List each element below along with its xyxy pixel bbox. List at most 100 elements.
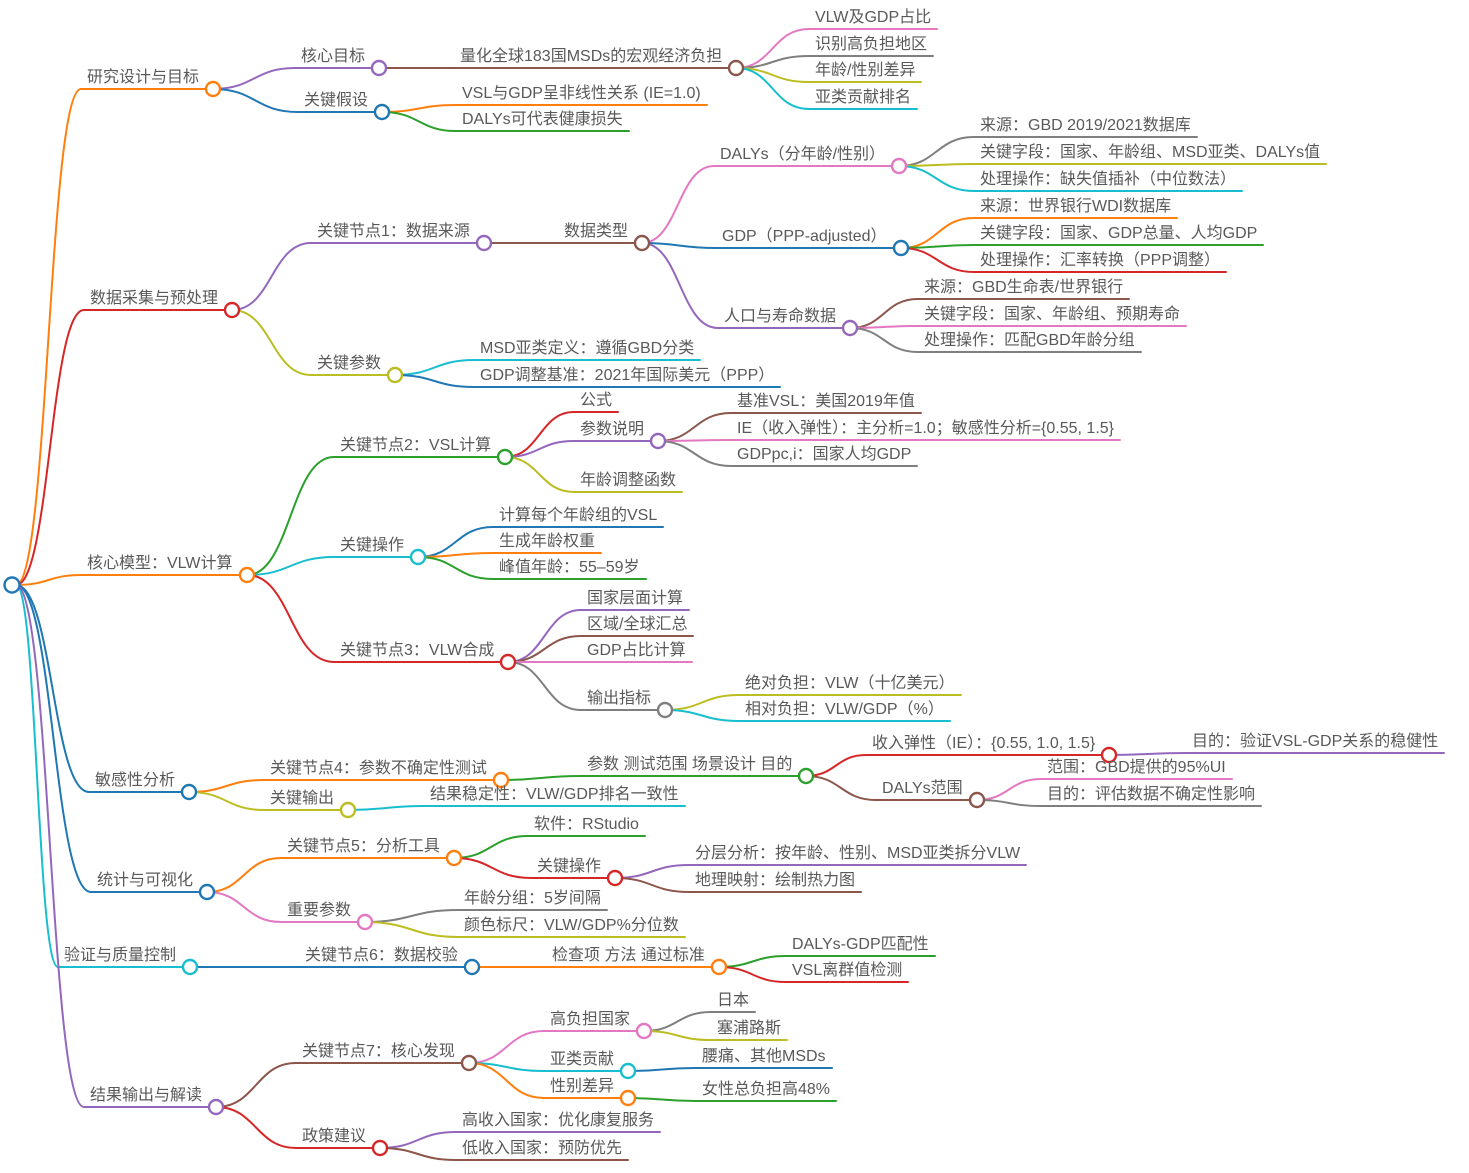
mindmap-node[interactable]: 量化全球183国MSDs的宏观经济负担 (460, 48, 723, 65)
mindmap-node[interactable]: 相对负担：VLW/GDP（%） (745, 701, 944, 718)
mindmap-node[interactable]: GDP占比计算 (587, 642, 686, 659)
mindmap-node[interactable]: 年龄分组：5岁间隔 (464, 890, 601, 907)
mindmap-node[interactable]: 政策建议 (302, 1128, 367, 1145)
node-toggle[interactable] (238, 566, 256, 584)
mindmap-node[interactable]: 国家层面计算 (587, 590, 684, 607)
node-toggle[interactable] (656, 701, 674, 719)
mindmap-node[interactable]: 关键字段：国家、GDP总量、人均GDP (980, 225, 1258, 242)
node-toggle[interactable] (890, 157, 908, 175)
node-toggle[interactable] (460, 1054, 478, 1072)
mindmap-node[interactable]: GDP调整基准：2021年国际美元（PPP） (480, 367, 775, 384)
node-toggle[interactable] (492, 771, 510, 789)
mindmap-node[interactable]: 关键节点6：数据校验 (305, 947, 458, 964)
mindmap-node[interactable]: 数据类型 (564, 223, 629, 240)
mindmap-node[interactable]: 高负担国家 (550, 1011, 631, 1028)
node-toggle[interactable] (386, 366, 404, 384)
node-toggle[interactable] (496, 448, 514, 466)
mindmap-node[interactable]: DALYs-GDP匹配性 (792, 936, 929, 953)
node-toggle[interactable] (445, 849, 463, 867)
mindmap-node[interactable]: 软件：RStudio (534, 816, 639, 833)
mindmap-node[interactable]: 关键输出 (270, 790, 335, 807)
mindmap-node[interactable]: 关键节点7：核心发现 (302, 1043, 455, 1060)
mindmap-node[interactable]: 塞浦路斯 (717, 1020, 782, 1037)
mindmap-node[interactable]: 亚类贡献 (550, 1051, 615, 1068)
mindmap-node[interactable]: 腰痛、其他MSDs (702, 1048, 826, 1065)
mindmap-node[interactable]: 收入弹性（IE）：{0.55, 1.0, 1.5} (872, 735, 1096, 752)
node-toggle[interactable] (198, 883, 216, 901)
node-toggle[interactable] (463, 958, 481, 976)
mindmap-node[interactable]: 关键节点5：分析工具 (287, 838, 440, 855)
mindmap-node[interactable]: 关键字段：国家、年龄组、预期寿命 (924, 306, 1181, 323)
node-toggle[interactable] (727, 59, 745, 77)
node-toggle[interactable] (207, 1098, 225, 1116)
mindmap-node[interactable]: 年龄/性别差异 (815, 62, 916, 79)
mindmap-node[interactable]: 核心目标 (301, 48, 366, 65)
node-toggle[interactable] (371, 1139, 389, 1157)
node-toggle[interactable] (409, 548, 427, 566)
mindmap-node[interactable]: 来源：GBD生命表/世界银行 (924, 279, 1124, 296)
node-toggle[interactable] (223, 301, 241, 319)
mindmap-node[interactable]: MSD亚类定义：遵循GBD分类 (480, 340, 695, 357)
mindmap-node[interactable]: 数据采集与预处理 (90, 290, 219, 307)
mindmap-node[interactable]: 日本 (717, 992, 750, 1009)
node-toggle[interactable] (619, 1062, 637, 1080)
mindmap-node[interactable]: 结果稳定性：VLW/GDP排名一致性 (430, 786, 679, 803)
node-toggle[interactable] (181, 958, 199, 976)
mindmap-node[interactable]: 识别高负担地区 (815, 36, 928, 53)
mindmap-node[interactable]: 结果输出与解读 (90, 1087, 203, 1104)
mindmap-node[interactable]: 关键参数 (317, 355, 382, 372)
node-toggle[interactable] (3, 576, 21, 594)
node-toggle[interactable] (710, 958, 728, 976)
mindmap-node[interactable]: 来源：GBD 2019/2021数据库 (980, 117, 1191, 134)
node-toggle[interactable] (633, 234, 651, 252)
mindmap-node[interactable]: 输出指标 (587, 690, 652, 707)
mindmap-node[interactable]: 验证与质量控制 (64, 947, 177, 964)
mindmap-node[interactable]: 计算每个年龄组的VSL (499, 507, 658, 524)
mindmap-node[interactable]: 绝对负担：VLW（十亿美元） (745, 675, 955, 692)
mindmap-node[interactable]: GDPpc,i：国家人均GDP (737, 446, 912, 463)
node-toggle[interactable] (606, 869, 624, 887)
mindmap-node[interactable]: 研究设计与目标 (87, 69, 200, 86)
mindmap-node[interactable]: 统计与可视化 (97, 872, 194, 889)
node-toggle[interactable] (373, 103, 391, 121)
mindmap-node[interactable]: 处理操作：缺失值插补（中位数法） (980, 171, 1237, 188)
node-toggle[interactable] (499, 653, 517, 671)
mindmap-node[interactable]: 高收入国家：优化康复服务 (462, 1112, 655, 1129)
node-toggle[interactable] (619, 1089, 637, 1107)
mindmap-node[interactable]: 关键节点2：VSL计算 (340, 437, 492, 454)
mindmap-node[interactable]: VSL离群值检测 (792, 962, 903, 979)
mindmap-node[interactable]: 人口与寿命数据 (724, 308, 837, 325)
mindmap-node[interactable]: DALYs（分年龄/性别） (720, 146, 886, 163)
mindmap-node[interactable]: 来源：世界银行WDI数据库 (980, 198, 1172, 215)
mindmap-node[interactable]: 公式 (580, 392, 613, 409)
mindmap-node[interactable]: DALYs可代表健康损失 (462, 111, 623, 128)
mindmap-node[interactable]: DALYs范围 (882, 780, 963, 797)
mindmap-node[interactable]: 参数 测试范围 场景设计 目的 (587, 756, 793, 773)
mindmap-node[interactable]: 敏感性分析 (95, 772, 176, 789)
mindmap-node[interactable]: 生成年龄权重 (499, 533, 596, 550)
mindmap-node[interactable]: 低收入国家：预防优先 (462, 1140, 623, 1157)
mindmap-node[interactable]: GDP（PPP-adjusted） (722, 228, 887, 245)
mindmap-node[interactable]: 关键节点3：VLW合成 (340, 642, 495, 659)
mindmap-node[interactable]: 基准VSL：美国2019年值 (737, 393, 915, 410)
mindmap-node[interactable]: 区域/全球汇总 (587, 616, 688, 633)
node-toggle[interactable] (370, 59, 388, 77)
mindmap-node[interactable]: 分层分析：按年龄、性别、MSD亚类拆分VLW (695, 845, 1021, 862)
mindmap-node[interactable]: 性别差异 (550, 1078, 615, 1095)
mindmap-node[interactable]: 关键操作 (537, 858, 602, 875)
mindmap-node[interactable]: 检查项 方法 通过标准 (552, 947, 705, 964)
node-toggle[interactable] (635, 1022, 653, 1040)
mindmap-node[interactable]: VSL与GDP呈非线性关系 (IE=1.0) (462, 85, 701, 102)
node-toggle[interactable] (339, 801, 357, 819)
node-toggle[interactable] (356, 913, 374, 931)
node-toggle[interactable] (204, 80, 222, 98)
mindmap-node[interactable]: 参数说明 (580, 421, 645, 438)
mindmap-node[interactable]: 亚类贡献排名 (815, 89, 912, 106)
mindmap-node[interactable]: 颜色标尺：VLW/GDP%分位数 (464, 917, 679, 934)
mindmap-node[interactable]: 女性总负担高48% (702, 1081, 831, 1098)
node-toggle[interactable] (841, 319, 859, 337)
node-toggle[interactable] (797, 767, 815, 785)
mindmap-node[interactable]: 处理操作：匹配GBD年龄分组 (924, 332, 1135, 349)
mindmap-node[interactable]: 地理映射：绘制热力图 (695, 872, 856, 889)
node-toggle[interactable] (180, 783, 198, 801)
